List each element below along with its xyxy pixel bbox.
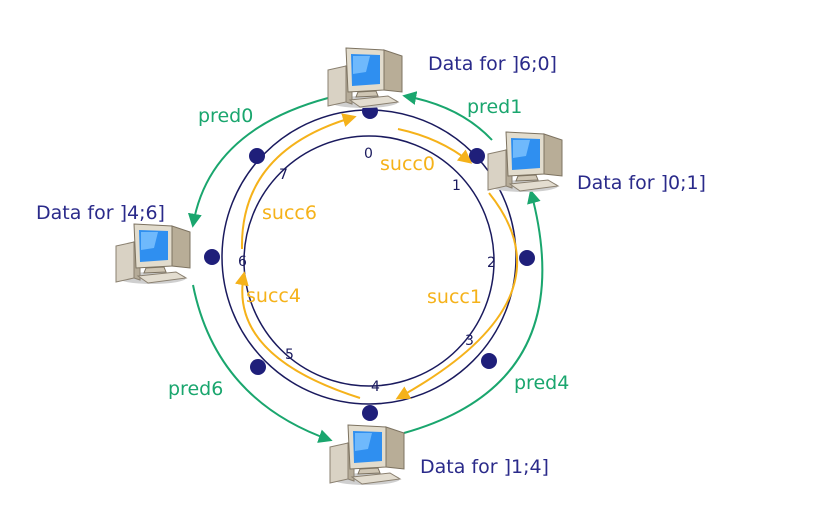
succ4-label: succ4 [246, 285, 301, 307]
node-6-dot [204, 249, 220, 265]
succ0-arrow [397, 128, 473, 164]
pred1-arrow [402, 91, 493, 141]
succ1-arrow [395, 192, 519, 400]
succ6-label: succ6 [262, 202, 317, 224]
node-0-label: 0 [364, 146, 373, 162]
computer-icon-node-0 [327, 47, 403, 109]
computer-icon-node-6 [115, 223, 191, 285]
data-label-node-0: Data for ]6;0] [428, 53, 557, 75]
computer-icon-node-4 [329, 424, 405, 486]
pred4-label: pred4 [514, 372, 569, 394]
node-5-dot [250, 359, 266, 375]
computer-icon-node-1 [487, 131, 563, 193]
succ0-label: succ0 [380, 153, 435, 175]
pred6-arrow [192, 284, 333, 443]
succ1-label: succ1 [427, 286, 482, 308]
node-2-label: 2 [487, 255, 496, 271]
succ4-arrow [234, 271, 361, 399]
pred0-label: pred0 [198, 105, 253, 127]
pred4-arrow [403, 189, 544, 434]
node-3-label: 3 [465, 333, 474, 349]
node-1-dot [469, 148, 485, 164]
node-1-label: 1 [452, 178, 461, 194]
node-6-label: 6 [238, 254, 247, 270]
node-3-dot [481, 353, 497, 369]
data-label-node-6: Data for ]4;6] [36, 202, 165, 224]
pred6-label: pred6 [168, 378, 223, 400]
data-label-node-4: Data for ]1;4] [420, 456, 549, 478]
node-5-label: 5 [285, 347, 294, 363]
pred0-arrow [187, 97, 329, 228]
node-7-label: 7 [279, 167, 288, 183]
node-7-dot [249, 148, 265, 164]
node-2-dot [519, 250, 535, 266]
node-4-label: 4 [371, 379, 380, 395]
inner-ring [243, 135, 495, 387]
node-4-dot [362, 405, 378, 421]
data-label-node-1: Data for ]0;1] [577, 172, 706, 194]
succ6-arrow [240, 113, 357, 250]
pred1-label: pred1 [467, 96, 522, 118]
